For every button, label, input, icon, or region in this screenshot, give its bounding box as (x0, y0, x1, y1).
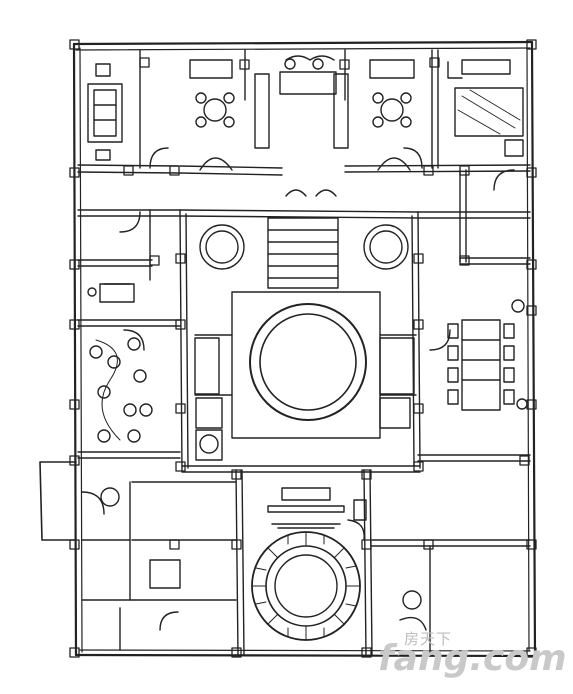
watermark-cn-text: 房天下 (404, 630, 453, 648)
right-rooms (417, 169, 531, 462)
watermark-en-text: fang.com (378, 638, 567, 679)
top-rooms (77, 49, 531, 197)
columns (69, 39, 537, 658)
watermark: fang.com 房天下 (378, 628, 568, 679)
central-courtyard (179, 209, 421, 473)
left-rooms (77, 209, 181, 459)
bottom-rooms (81, 469, 531, 656)
outer-walls (39, 40, 537, 658)
